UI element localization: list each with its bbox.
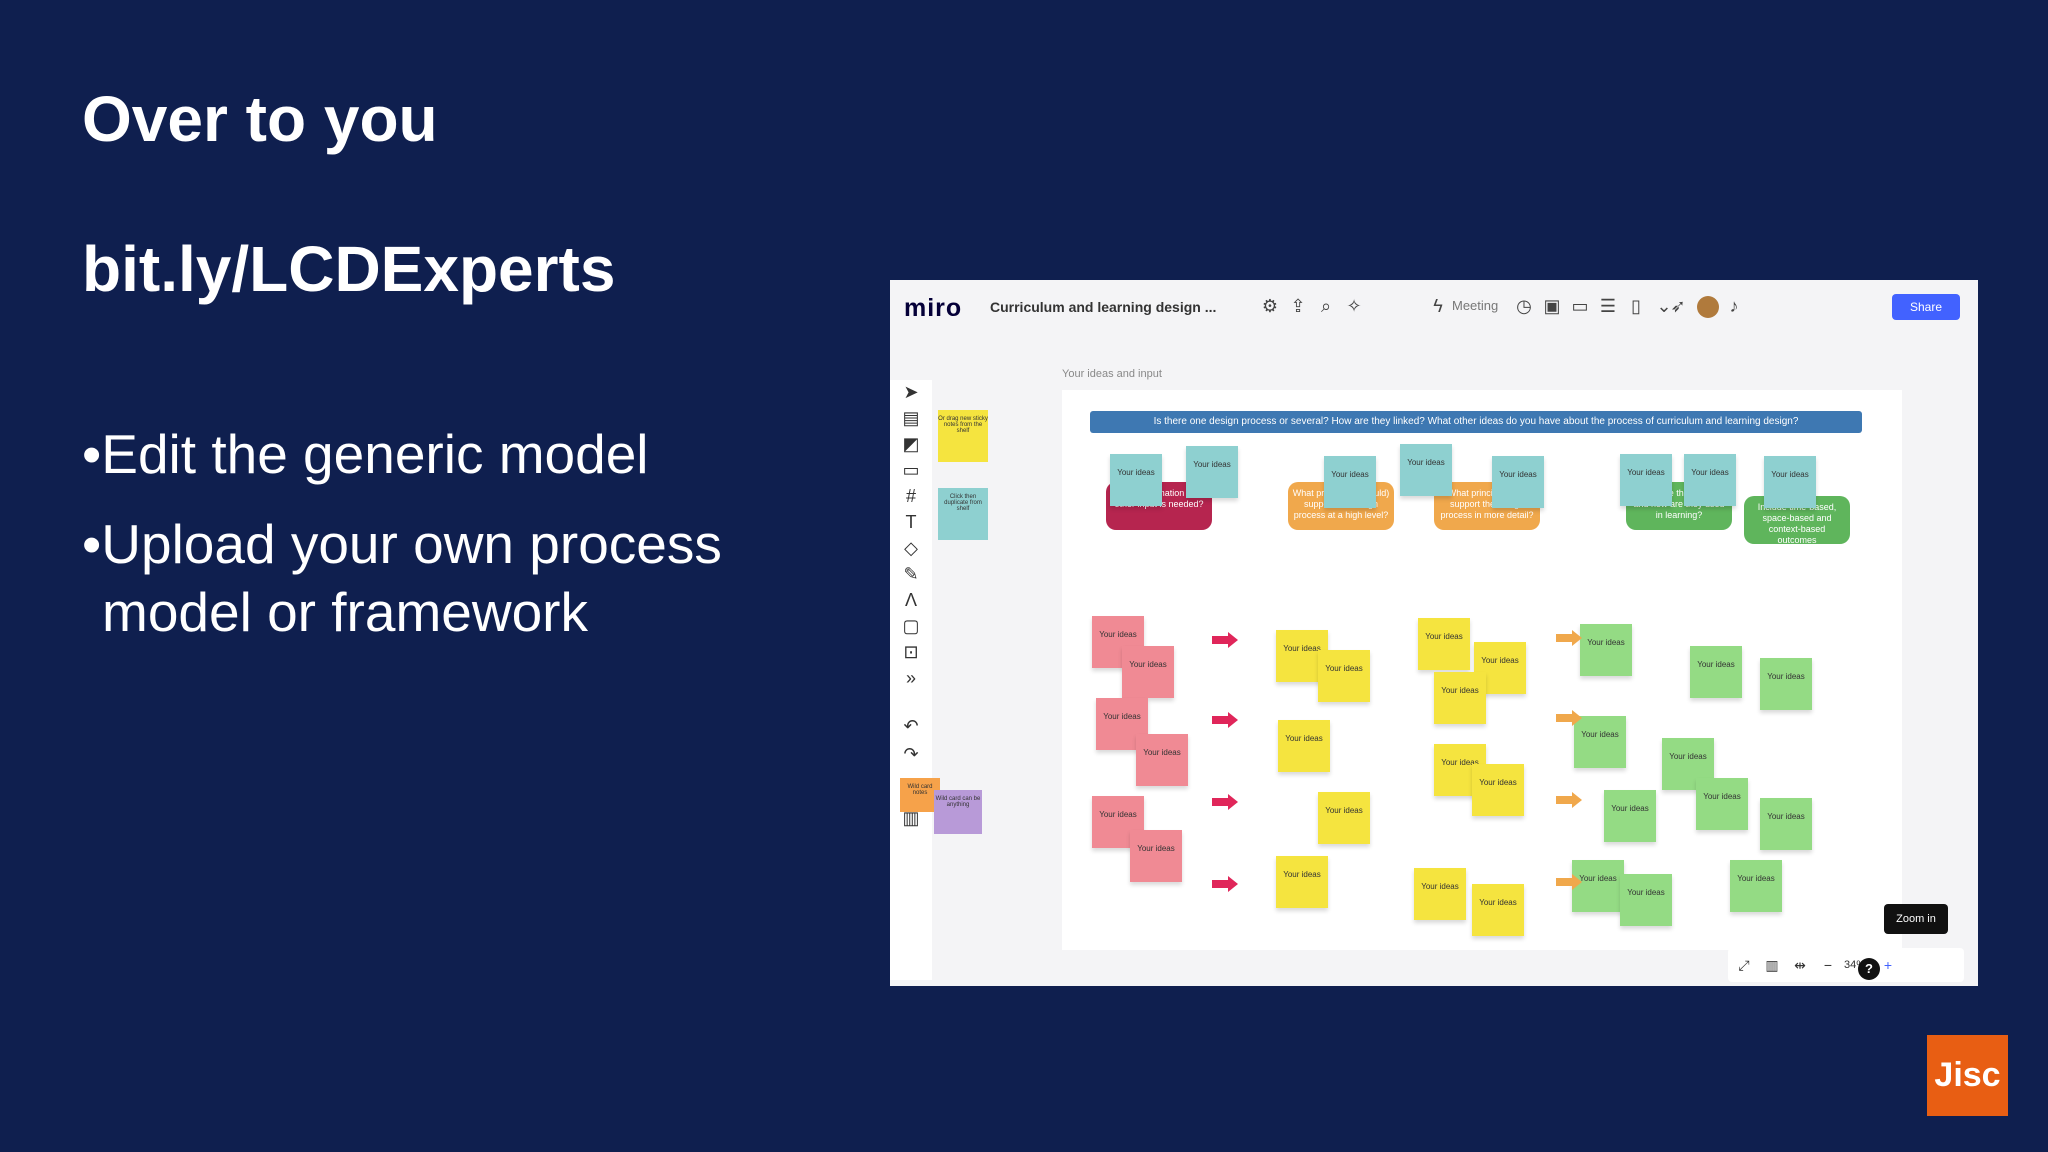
- settings-icon[interactable]: ⚙: [1261, 296, 1279, 316]
- doc-icon[interactable]: ▯: [1631, 296, 1641, 316]
- sticky-note[interactable]: Your ideas: [1110, 454, 1162, 506]
- sticky-note[interactable]: Your ideas: [1414, 868, 1466, 920]
- sticky-note[interactable]: Your ideas: [1276, 856, 1328, 908]
- arrow-icon: [1556, 874, 1582, 890]
- board-name[interactable]: Curriculum and learning design ...: [990, 299, 1217, 315]
- sticky-note[interactable]: Your ideas: [1696, 778, 1748, 830]
- sticky-note[interactable]: Your ideas: [1574, 716, 1626, 768]
- sticky-note[interactable]: Your ideas: [1580, 624, 1632, 676]
- sticky-note[interactable]: Your ideas: [1418, 618, 1470, 670]
- sticky-note[interactable]: Your ideas: [1324, 456, 1376, 508]
- arrow-icon: [1212, 876, 1238, 892]
- fit-icon[interactable]: ⇹: [1794, 957, 1806, 973]
- arrow-icon: [1556, 630, 1582, 646]
- shapes-icon[interactable]: ◇: [904, 538, 918, 558]
- sticky-note[interactable]: Your ideas: [1400, 444, 1452, 496]
- slide-link[interactable]: bit.ly/LCDExperts: [82, 233, 616, 305]
- text-icon[interactable]: T: [905, 512, 917, 532]
- pen-icon[interactable]: ✎: [903, 564, 919, 584]
- select-icon[interactable]: ➤: [903, 382, 919, 402]
- ai-icon[interactable]: ✧: [1346, 296, 1362, 316]
- search-icon[interactable]: ⌕: [1320, 296, 1332, 316]
- more-tools-icon[interactable]: »: [905, 668, 916, 688]
- help-button[interactable]: ?: [1858, 958, 1880, 980]
- slide-title: Over to you: [82, 83, 438, 155]
- lightning-icon[interactable]: ϟ: [1433, 296, 1443, 316]
- zoom-out-icon[interactable]: −: [1823, 957, 1833, 973]
- board-banner[interactable]: Is there one design process or several? …: [1090, 411, 1862, 433]
- arrow-icon: [1556, 792, 1582, 808]
- frame-icon[interactable]: #: [905, 486, 916, 506]
- sticky-note[interactable]: Your ideas: [1572, 860, 1624, 912]
- bullet-item: Upload your own process model or framewo…: [82, 510, 842, 646]
- sticky-note[interactable]: Your ideas: [1620, 874, 1672, 926]
- side-sticky[interactable]: Wild card notes: [900, 778, 940, 812]
- comment-icon[interactable]: ▢: [902, 616, 920, 636]
- jisc-logo-text: Jisc: [1934, 1056, 2001, 1094]
- sticky-note-icon[interactable]: ◩: [902, 434, 920, 454]
- sticky-note[interactable]: Your ideas: [1764, 456, 1816, 508]
- bell-icon[interactable]: ♪: [1729, 296, 1739, 316]
- sticky-note[interactable]: Your ideas: [1474, 642, 1526, 694]
- avatar[interactable]: [1697, 296, 1719, 318]
- sticky-note[interactable]: Your ideas: [1136, 734, 1188, 786]
- sticky-icon[interactable]: ▣: [1543, 296, 1561, 316]
- share-label: Share: [1909, 300, 1943, 314]
- sticky-note[interactable]: Your ideas: [1620, 454, 1672, 506]
- notes-icon[interactable]: ☰: [1599, 296, 1617, 316]
- sticky-note[interactable]: Your ideas: [1472, 884, 1524, 936]
- fullscreen-icon[interactable]: ⤢: [1738, 957, 1750, 973]
- sticky-note[interactable]: Your ideas: [1730, 860, 1782, 912]
- map-icon[interactable]: ▥: [1765, 957, 1779, 973]
- cursor-icon[interactable]: ➶: [1670, 296, 1686, 316]
- panel-icon[interactable]: ▥: [902, 808, 920, 828]
- jisc-logo: Jisc: [1927, 1035, 2008, 1116]
- miro-logo: miro: [904, 294, 963, 322]
- present-icon[interactable]: ▭: [1571, 296, 1589, 316]
- draw-icon[interactable]: Λ: [904, 590, 918, 610]
- redo-icon[interactable]: ↷: [903, 744, 919, 764]
- sticky-note[interactable]: Your ideas: [1472, 764, 1524, 816]
- timer-icon[interactable]: ◷: [1516, 296, 1532, 316]
- side-sticky[interactable]: Or drag new sticky notes from the shelf: [938, 410, 988, 462]
- sticky-note[interactable]: Your ideas: [1434, 672, 1486, 724]
- canvas-label: Your ideas and input: [1062, 368, 1162, 380]
- arrow-icon: [1212, 794, 1238, 810]
- sticky-note[interactable]: Your ideas: [1278, 720, 1330, 772]
- side-sticky[interactable]: Wild card can be anything: [934, 790, 982, 834]
- templates-icon[interactable]: ▤: [902, 408, 920, 428]
- card-icon[interactable]: ▭: [902, 460, 920, 480]
- bullet-list: Edit the generic model Upload your own p…: [82, 420, 842, 668]
- upload-tool-icon[interactable]: ⊡: [903, 642, 919, 662]
- zoom-in-icon[interactable]: +: [1883, 957, 1893, 973]
- sticky-note[interactable]: Your ideas: [1492, 456, 1544, 508]
- sticky-note[interactable]: Your ideas: [1318, 650, 1370, 702]
- sticky-note[interactable]: Your ideas: [1130, 830, 1182, 882]
- left-toolbar: ➤ ▤ ◩ ▭ # T ◇ ✎ Λ ▢ ⊡ » ↶ ↷ ▥: [890, 380, 932, 980]
- arrow-icon: [1556, 710, 1582, 726]
- sticky-note[interactable]: Your ideas: [1760, 658, 1812, 710]
- sticky-note[interactable]: Your ideas: [1318, 792, 1370, 844]
- share-button[interactable]: Share: [1892, 294, 1960, 320]
- zoom-tooltip: Zoom in: [1884, 904, 1948, 934]
- arrow-icon: [1212, 712, 1238, 728]
- undo-icon[interactable]: ↶: [903, 716, 919, 736]
- sticky-note[interactable]: Your ideas: [1604, 790, 1656, 842]
- sticky-note[interactable]: Your ideas: [1690, 646, 1742, 698]
- more-icon[interactable]: ⌄: [1656, 296, 1672, 316]
- sticky-note[interactable]: Your ideas: [1760, 798, 1812, 850]
- miro-screenshot: miro Curriculum and learning design ... …: [890, 280, 1978, 986]
- arrow-icon: [1212, 632, 1238, 648]
- bullet-item: Edit the generic model: [82, 420, 842, 488]
- side-sticky[interactable]: Click then duplicate from shelf: [938, 488, 988, 540]
- sticky-note[interactable]: Your ideas: [1122, 646, 1174, 698]
- miro-topbar: miro Curriculum and learning design ... …: [890, 280, 1978, 338]
- meeting-label[interactable]: Meeting: [1452, 298, 1499, 313]
- upload-icon[interactable]: ⇪: [1290, 296, 1306, 316]
- sticky-note[interactable]: Your ideas: [1186, 446, 1238, 498]
- sticky-note[interactable]: Your ideas: [1684, 454, 1736, 506]
- zoom-controls: ⤢ ▥ ⇹ − 34% +: [1728, 948, 1964, 982]
